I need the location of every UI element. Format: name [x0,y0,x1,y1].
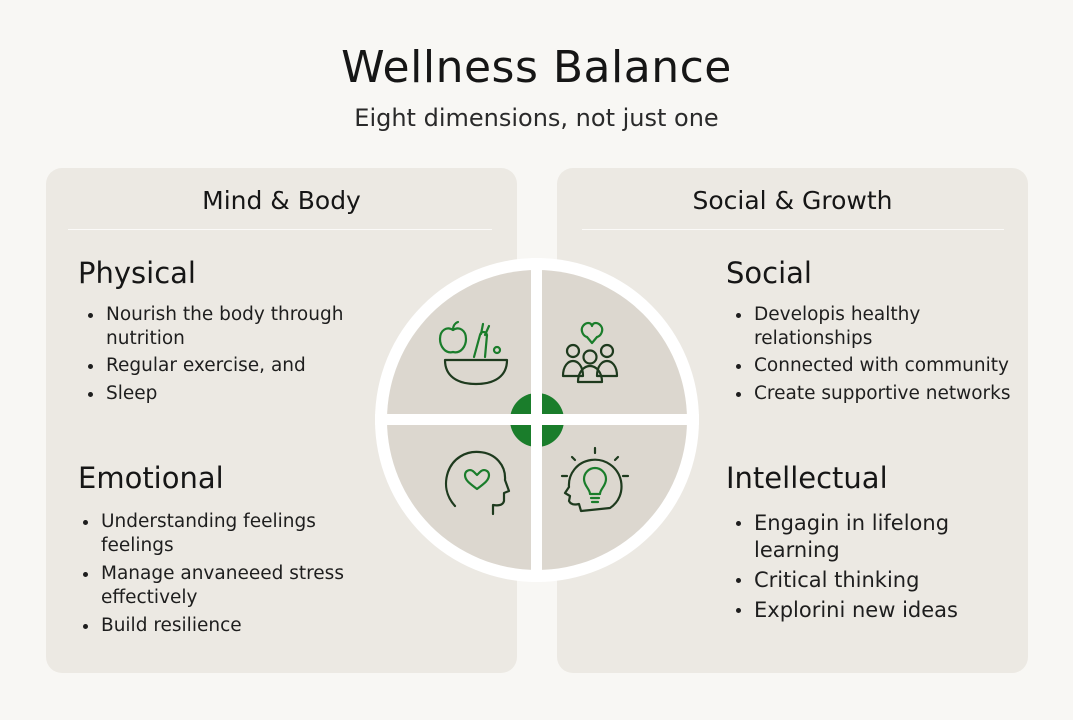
list-item: Manage anvaneeed stress effectively [75,562,350,610]
divider [68,229,492,230]
social-list: Developis healthy relationships Connecte… [728,303,1023,410]
list-item: Build resilience [75,614,350,638]
social-growth-title: Social & Growth [692,186,893,215]
community-icon [561,321,619,384]
emotional-list: Understanding feelings feelings Manage a… [75,510,350,642]
wellness-wheel [375,258,699,582]
nutrition-icon [438,320,509,386]
mind-body-title: Mind & Body [202,186,361,215]
list-item: Sleep [80,382,350,406]
physical-heading: Physical [78,256,196,290]
list-item: Critical thinking [728,567,1008,594]
social-heading: Social [726,256,812,290]
list-item: Understanding feelings feelings [75,510,350,558]
list-item: Engagin in lifelong learning [728,510,1008,564]
emotional-heading: Emotional [78,461,224,495]
intellectual-list: Engagin in lifelong learning Critical th… [728,510,1008,627]
list-item: Explorini new ideas [728,597,1008,624]
divider [582,229,1004,230]
idea-head-icon [560,446,630,513]
list-item: Create supportive networks [728,382,1023,406]
physical-list: Nourish the body through nutrition Regul… [80,303,350,410]
list-item: Developis healthy relationships [728,303,1023,351]
list-item: Regular exercise, and [80,354,350,378]
page-subtitle: Eight dimensions, not just one [354,104,719,132]
list-item: Nourish the body through nutrition [80,303,350,351]
wheel-divider-horizontal [375,414,699,425]
page-title: Wellness Balance [341,42,732,93]
list-item: Connected with community [728,354,1023,378]
emotional-head-icon [444,450,511,516]
intellectual-heading: Intellectual [726,461,888,495]
